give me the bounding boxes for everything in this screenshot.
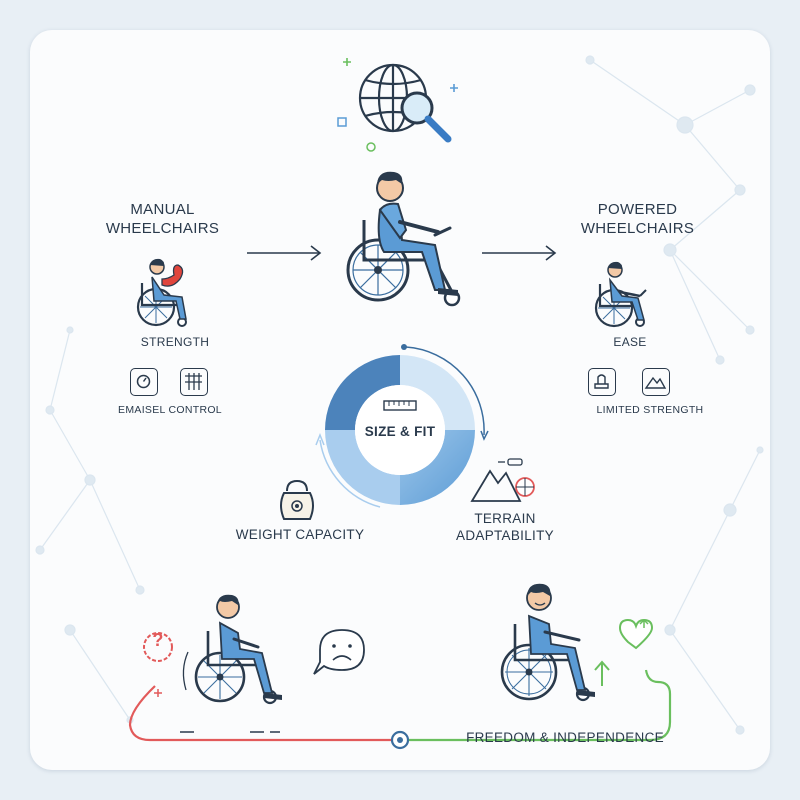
- powered-limit-label: LIMITED STRENGTH: [596, 404, 704, 416]
- network-background: [35, 55, 764, 735]
- wheelchair-user-manual: [136, 258, 187, 327]
- manual-attribute: STRENGTH: [140, 335, 210, 349]
- manual-control-label: EMAISEL CONTROL: [118, 404, 222, 416]
- arrow-right-icon: [482, 245, 557, 261]
- powered-attribute: EASE: [613, 335, 647, 349]
- ring-label: SIZE & FIT: [364, 424, 436, 439]
- wheelchair-user-struggle: [194, 594, 282, 705]
- outcome-label: FREEDOM & INDEPENDENCE: [466, 730, 664, 745]
- wheelchair-user-happy: [500, 583, 595, 702]
- arrow-right-icon: [247, 245, 322, 261]
- kettlebell-icon: [280, 479, 314, 520]
- sad-face-icon: [313, 629, 365, 675]
- wheelchair-user-center: [346, 171, 461, 307]
- terrain-label: TERRAIN ADAPTABILITY: [456, 511, 554, 543]
- size-fit-ring: [315, 344, 489, 508]
- wheelchair-user-powered: [594, 261, 647, 328]
- powered-title: POWERED WHEELCHAIRS: [580, 201, 695, 237]
- globe-search-icon: [337, 58, 458, 152]
- question-mark: ?: [152, 630, 164, 650]
- journey-path: [128, 618, 672, 750]
- control-grid-icon: [180, 368, 208, 396]
- mountain-box-icon: [642, 368, 670, 396]
- weight-label: WEIGHT CAPACITY: [235, 527, 365, 542]
- ruler-icon: [383, 400, 417, 411]
- mountain-icon: [470, 458, 535, 502]
- manual-title: MANUAL WHEELCHAIRS: [105, 201, 220, 237]
- gauge-box-icon: [130, 368, 158, 396]
- heart-icon: [618, 618, 654, 650]
- joystick-box-icon: [588, 368, 616, 396]
- infographic-card: MANUAL WHEELCHAIRS POWERED WHEELCHAIRS: [30, 30, 770, 770]
